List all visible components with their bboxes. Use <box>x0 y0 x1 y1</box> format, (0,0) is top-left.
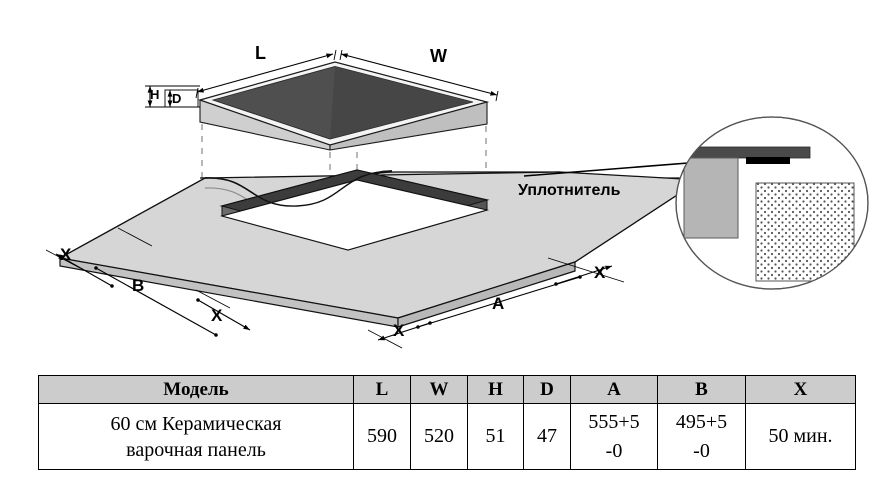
model-line-2: варочная панель <box>126 438 266 461</box>
cell-X: 50 мин. <box>745 403 856 470</box>
dimline-X-right <box>554 265 613 286</box>
table-header-row: Модель L W H D A B X <box>38 375 856 404</box>
column-header-X: X <box>745 375 856 404</box>
dimension-label-X-left: X <box>60 245 72 264</box>
cell-W: 520 <box>410 403 468 470</box>
dimension-label-H: H <box>150 87 160 102</box>
column-header-B: B <box>657 375 746 404</box>
model-line-1: 60 см Керамическая <box>110 412 282 435</box>
countertop-unit <box>57 169 703 328</box>
dimension-label-X-front-left: X <box>211 306 223 325</box>
dimline-L <box>196 53 334 93</box>
inset-seal-strip <box>746 157 790 164</box>
inset-cabinet-wall <box>755 182 855 282</box>
table-row: 60 см Керамическая варочная панель 590 5… <box>38 403 856 470</box>
dimension-label-B: B <box>132 276 145 295</box>
cell-H: 51 <box>467 403 524 470</box>
cell-D: 47 <box>523 403 571 470</box>
diagram-svg <box>45 49 869 349</box>
cell-B: 495+5 -0 <box>657 403 746 470</box>
cell-L: 590 <box>353 403 411 470</box>
inset-countertop-block <box>683 157 739 239</box>
seal-callout-label: Уплотнитель <box>518 182 621 199</box>
dimension-label-X-front-right: X <box>393 321 405 340</box>
cell-A-sub: -0 <box>605 439 623 462</box>
specification-table: Модель L W H D A B X 60 см Керамическая … <box>38 375 856 470</box>
cell-B-main: 495+5 <box>675 410 728 433</box>
dimline-A <box>416 275 582 329</box>
cell-A: 555+5 -0 <box>570 403 658 470</box>
cooktop-dimension-lines <box>145 49 499 108</box>
countertop-break-line-top <box>204 170 393 207</box>
column-header-L: L <box>353 375 411 404</box>
column-header-D: D <box>523 375 571 404</box>
cutout-floor <box>219 179 490 251</box>
dimline-W <box>340 53 498 96</box>
column-header-model: Модель <box>38 375 354 404</box>
column-header-A: A <box>570 375 658 404</box>
dimline-B <box>94 266 218 337</box>
column-header-H: H <box>467 375 524 404</box>
cooktop-unit <box>197 61 490 151</box>
detail-inset <box>675 116 869 290</box>
specification-table-wrap: Модель L W H D A B X 60 см Керамическая … <box>38 375 856 470</box>
dimline-X-front-left <box>196 298 251 331</box>
inset-ellipse-outline <box>675 116 869 290</box>
installation-diagram: L W H D X B X X A X Уплотнитель <box>45 43 869 349</box>
cell-model: 60 см Керамическая варочная панель <box>38 403 354 470</box>
dimension-label-L: L <box>255 43 266 63</box>
dimension-label-W: W <box>430 46 447 66</box>
dimension-label-D: D <box>172 91 182 106</box>
cell-B-sub: -0 <box>693 439 710 462</box>
inset-cooktop-glass <box>683 146 811 159</box>
dimension-label-X-right: X <box>594 263 606 282</box>
countertop-dimension-lines <box>45 227 625 349</box>
cell-A-main: 555+5 <box>588 410 640 433</box>
dimension-label-A: A <box>492 294 505 313</box>
column-header-W: W <box>410 375 468 404</box>
